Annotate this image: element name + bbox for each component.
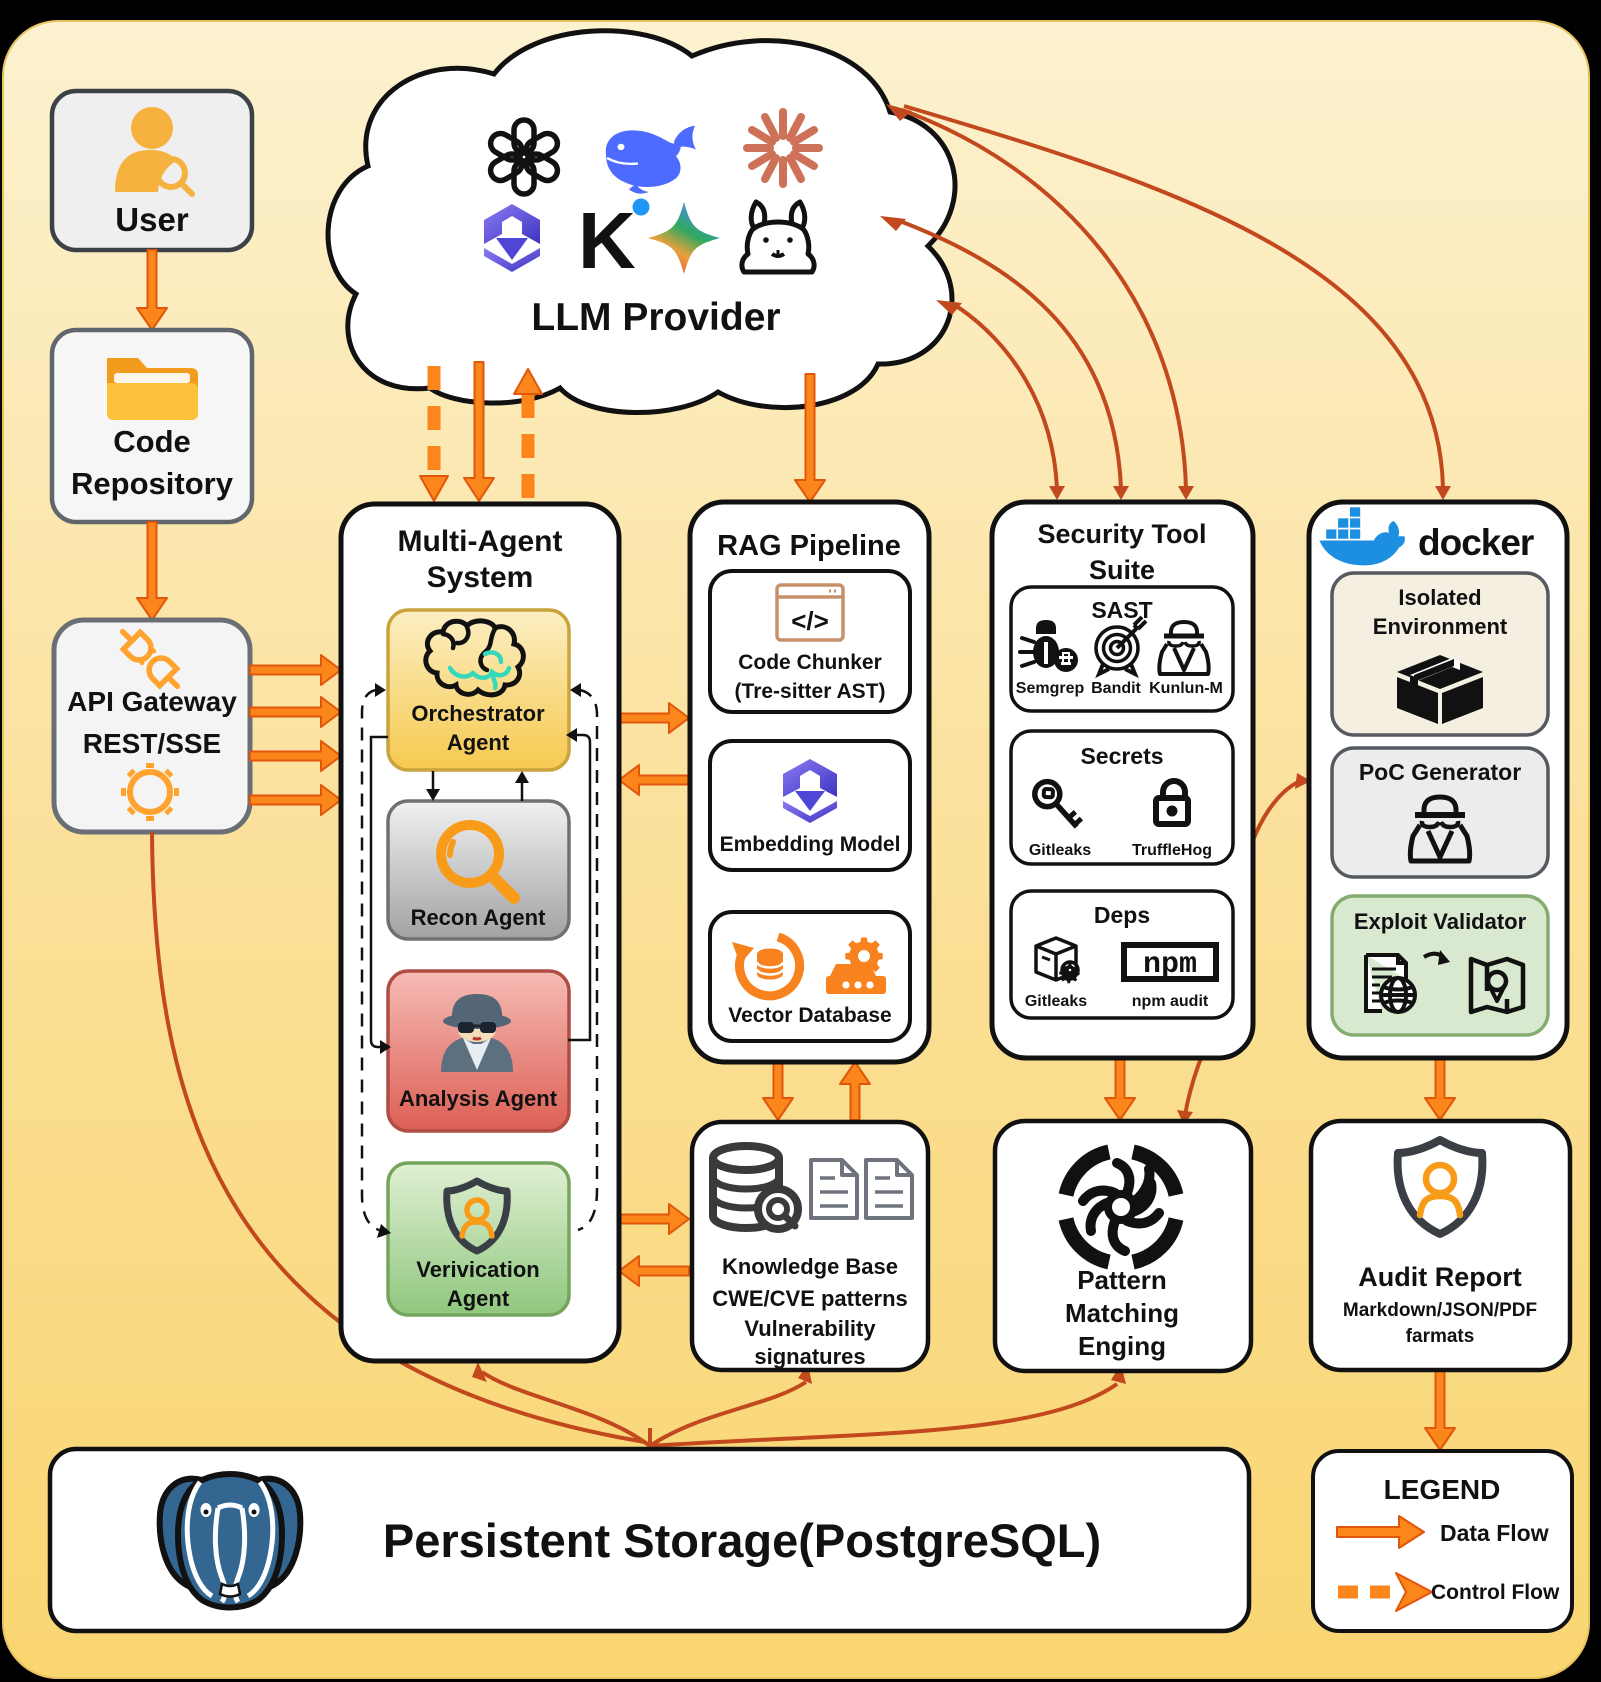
svg-text:Knowledge Base: Knowledge Base <box>722 1254 898 1279</box>
svg-text:Agent: Agent <box>447 730 510 755</box>
svg-text:Audit Report: Audit Report <box>1358 1262 1521 1292</box>
svg-text:API Gateway: API Gateway <box>67 686 237 717</box>
svg-text:Code Chunker: Code Chunker <box>738 651 882 674</box>
svg-text:Multi-Agent: Multi-Agent <box>398 525 563 558</box>
svg-text:User: User <box>115 201 189 238</box>
svg-text:Vector Database: Vector Database <box>728 1004 891 1027</box>
svg-text:Matching: Matching <box>1065 1298 1179 1328</box>
svg-text:REST/SSE: REST/SSE <box>83 728 221 759</box>
svg-text:Pattern: Pattern <box>1077 1265 1167 1295</box>
svg-text:CWE/CVE patterns: CWE/CVE patterns <box>712 1286 908 1311</box>
svg-text:Kunlun-M: Kunlun-M <box>1149 680 1223 697</box>
svg-text:npm: npm <box>1143 948 1197 982</box>
svg-text:TruffleHog: TruffleHog <box>1132 842 1212 859</box>
svg-text:Security Tool: Security Tool <box>1037 519 1206 549</box>
svg-text:farmats: farmats <box>1406 1326 1475 1347</box>
svg-text:SAST: SAST <box>1091 597 1152 623</box>
svg-text:Suite: Suite <box>1089 555 1155 585</box>
svg-text:Bandit: Bandit <box>1091 680 1141 697</box>
svg-text:RAG Pipeline: RAG Pipeline <box>717 530 901 562</box>
svg-text:Persistent Storage(PostgreSQL): Persistent Storage(PostgreSQL) <box>383 1514 1101 1567</box>
svg-text:K: K <box>578 196 636 285</box>
svg-text:Isolated: Isolated <box>1398 585 1481 610</box>
svg-text:Vulnerability: Vulnerability <box>744 1316 876 1341</box>
svg-text:Data Flow: Data Flow <box>1440 1520 1549 1546</box>
svg-text:Secrets: Secrets <box>1080 743 1163 769</box>
svg-text:Verivication: Verivication <box>416 1257 540 1282</box>
svg-text:Code: Code <box>113 424 191 459</box>
svg-text:Semgrep: Semgrep <box>1016 680 1085 697</box>
svg-text:PoC Generator: PoC Generator <box>1359 759 1521 785</box>
svg-text:Exploit Validator: Exploit Validator <box>1354 909 1527 934</box>
svg-text:Markdown/JSON/PDF: Markdown/JSON/PDF <box>1343 1300 1537 1321</box>
svg-text:Embedding Model: Embedding Model <box>720 833 901 856</box>
svg-text:Control Flow: Control Flow <box>1431 1581 1560 1604</box>
svg-text:Deps: Deps <box>1094 902 1150 928</box>
svg-text:Gitleaks: Gitleaks <box>1029 842 1091 859</box>
svg-text:Agent: Agent <box>447 1286 510 1311</box>
svg-text:Recon Agent: Recon Agent <box>411 905 547 930</box>
svg-text:LLM Provider: LLM Provider <box>531 296 780 339</box>
svg-text:npm audit: npm audit <box>1132 993 1209 1010</box>
svg-text:signatures: signatures <box>754 1344 865 1369</box>
svg-text:Gitleaks: Gitleaks <box>1025 993 1087 1010</box>
svg-text:Orchestrator: Orchestrator <box>411 701 545 726</box>
svg-text:docker: docker <box>1418 522 1534 563</box>
svg-text:Repository: Repository <box>71 466 234 501</box>
svg-text:(Tre-sitter AST): (Tre-sitter AST) <box>735 680 886 703</box>
svg-text:</>: </> <box>791 606 829 636</box>
svg-text:LEGEND: LEGEND <box>1384 1474 1501 1505</box>
svg-text:System: System <box>427 561 534 594</box>
svg-text:Enging: Enging <box>1078 1331 1166 1361</box>
svg-text:Analysis Agent: Analysis Agent <box>399 1086 558 1111</box>
svg-text:Environment: Environment <box>1373 614 1508 639</box>
